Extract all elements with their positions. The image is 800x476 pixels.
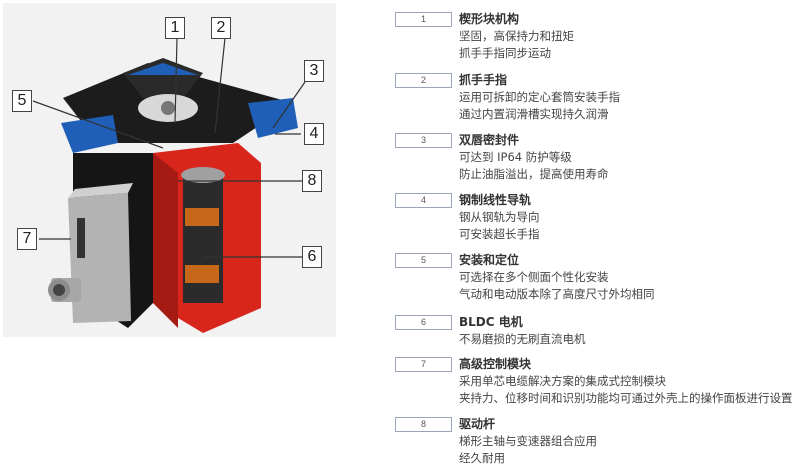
feature-description-line: 梯形主轴与变速器组合应用 <box>459 434 597 448</box>
feature-description-line: 防止油脂溢出，提高使用寿命 <box>459 167 609 181</box>
callout-3: 3 <box>304 60 324 82</box>
feature-number-badge: 1 <box>395 12 452 27</box>
callout-4: 4 <box>304 123 324 145</box>
feature-description-line: 夹持力、位移时间和识别功能均可通过外壳上的操作面板进行设置 <box>459 391 793 405</box>
gripper-illustration <box>32 37 306 333</box>
feature-number-badge: 7 <box>395 357 452 372</box>
feature-title: 双唇密封件 <box>459 133 520 147</box>
callout-7: 7 <box>17 228 37 250</box>
feature-description-line: 通过内置润滑槽实现持久润滑 <box>459 107 609 121</box>
feature-description-line: 可达到 IP64 防护等级 <box>459 150 572 164</box>
callout-1: 1 <box>165 17 185 39</box>
feature-number-badge: 5 <box>395 253 452 268</box>
feature-title: 安装和定位 <box>459 253 520 267</box>
callout-8: 8 <box>302 170 322 192</box>
gripper-cutaway-image: 1 2 3 4 5 6 7 8 <box>3 3 336 337</box>
feature-number-badge: 2 <box>395 73 452 88</box>
feature-title: BLDC 电机 <box>459 315 523 329</box>
feature-title: 驱动杆 <box>459 417 496 431</box>
feature-description-line: 气动和电动版本除了高度尺寸外均相同 <box>459 287 655 301</box>
feature-description-line: 采用单芯电缆解决方案的集成式控制模块 <box>459 374 666 388</box>
feature-title: 抓手手指 <box>459 73 508 87</box>
feature-description-line: 经久耐用 <box>459 451 505 465</box>
callout-2: 2 <box>211 17 231 39</box>
feature-description-line: 不易磨损的无刷直流电机 <box>459 332 586 346</box>
feature-number-badge: 6 <box>395 315 452 330</box>
feature-title: 钢制线性导轨 <box>459 193 532 207</box>
feature-description-line: 坚固，高保持力和扭矩 <box>459 29 574 43</box>
feature-description-line: 运用可拆卸的定心套筒安装手指 <box>459 90 620 104</box>
feature-description-line: 可选择在多个侧面个性化安装 <box>459 270 609 284</box>
feature-description-line: 抓手手指同步运动 <box>459 46 551 60</box>
feature-title: 楔形块机构 <box>459 12 520 26</box>
feature-number-badge: 3 <box>395 133 452 148</box>
feature-title: 高级控制模块 <box>459 357 532 371</box>
feature-number-badge: 8 <box>395 417 452 432</box>
feature-description-line: 钢从钢轨为导向 <box>459 210 540 224</box>
callout-5: 5 <box>12 90 32 112</box>
feature-description-line: 可安装超长手指 <box>459 227 540 241</box>
feature-number-badge: 4 <box>395 193 452 208</box>
callout-6: 6 <box>302 246 322 268</box>
